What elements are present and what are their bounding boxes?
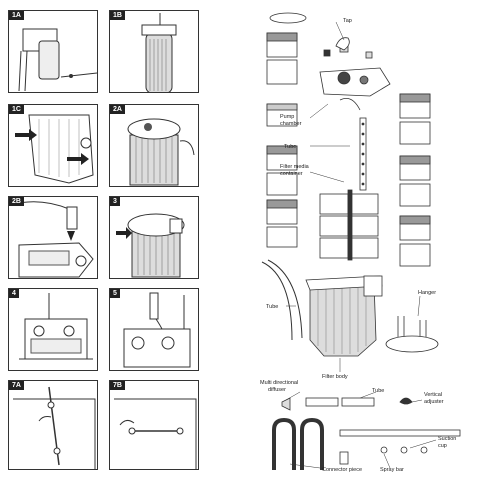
label-vertical-adjuster: Vertical <box>424 392 442 398</box>
step-label: 1A <box>9 11 24 20</box>
label-diffuser: Multi directional <box>260 380 298 386</box>
step-panel-1a: 1A <box>8 10 98 93</box>
label-suction-cup-2: cup <box>438 443 447 449</box>
step-panel-5: 5 <box>109 288 199 371</box>
step-illustration-4 <box>9 289 98 371</box>
step-illustration-1c <box>9 105 98 187</box>
step-illustration-2b <box>9 197 98 279</box>
step-panel-1c: 1C <box>8 104 98 187</box>
step-panel-2b: 2B <box>8 196 98 279</box>
step-illustration-1b <box>110 11 199 93</box>
label-tube-left: Tube <box>266 304 278 310</box>
label-filter-body: Filter body <box>322 374 348 380</box>
label-suction-cup: Suction <box>438 436 456 442</box>
step-label: 2A <box>110 105 125 114</box>
step-panel-1b: 1B <box>109 10 199 93</box>
label-pump-chamber-2: chamber <box>280 121 302 127</box>
label-hanger: Hanger <box>418 290 436 296</box>
step-panel-7a: 7A <box>8 380 98 470</box>
hanger-illustration <box>386 316 438 352</box>
filter-body-illustration <box>306 276 382 356</box>
label-tube-top: Tube <box>284 144 296 150</box>
label-vertical-adjuster-2: adjuster <box>424 399 444 405</box>
parts-diagram: Tap Pump chamber Tube Filter media conta… <box>240 0 486 500</box>
step-panel-3: 3 <box>109 196 199 279</box>
step-panel-2a: 2A <box>109 104 199 187</box>
label-tube-bottom: Tube <box>372 388 384 394</box>
step-label: 7B <box>110 381 125 390</box>
accessories <box>274 398 460 470</box>
label-diffuser-2: diffuser <box>268 387 286 393</box>
tube-curves-left <box>262 260 302 340</box>
step-label: 1B <box>110 11 125 20</box>
tube-with-holes <box>340 98 366 190</box>
label-tap: Tap <box>343 18 352 24</box>
step-illustration-5 <box>110 289 199 371</box>
filter-sponges-left <box>267 33 297 247</box>
step-illustration-3 <box>110 197 199 279</box>
step-label: 4 <box>9 289 19 298</box>
step-illustration-7a <box>9 381 98 470</box>
step-label: 3 <box>110 197 120 206</box>
step-label: 1C <box>9 105 24 114</box>
step-panel-4: 4 <box>8 288 98 371</box>
label-filter-media-2: container <box>280 171 303 177</box>
label-pump-chamber: Pump <box>280 114 294 120</box>
label-filter-media: Filter media <box>280 164 310 170</box>
label-connector-piece: Connector piece <box>322 467 362 473</box>
step-illustration-2a <box>110 105 199 187</box>
step-label: 2B <box>9 197 24 206</box>
step-label: 7A <box>9 381 24 390</box>
step-illustration-1a <box>9 11 98 93</box>
filter-media-container <box>320 190 378 260</box>
step-panel-7b: 7B <box>109 380 199 470</box>
step-illustration-7b <box>110 381 199 470</box>
step-label: 5 <box>110 289 120 298</box>
label-spray-bar: Spray bar <box>380 467 404 473</box>
filter-sponges-right <box>400 94 430 266</box>
